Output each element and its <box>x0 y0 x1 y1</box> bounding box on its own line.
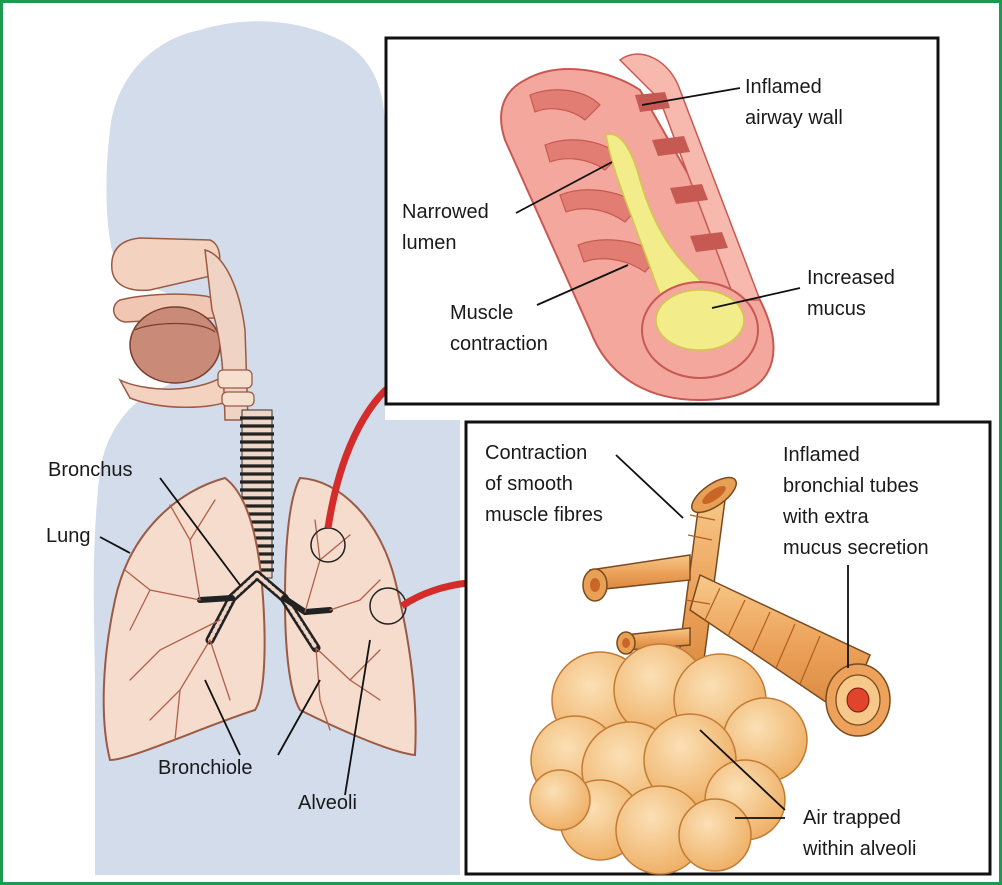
bronchial-tubes <box>582 476 891 737</box>
main-leader-lines <box>99 477 371 796</box>
label-contraction-smooth-muscle: Contraction of smooth muscle fibres <box>485 442 603 526</box>
label-inflamed-airway-wall: Inflamed airway wall <box>745 76 843 129</box>
bronchial-tree <box>124 499 381 741</box>
alveoli-cluster <box>529 643 808 875</box>
label-alveoli: Alveoli <box>298 792 357 814</box>
bronchial-leader-lines <box>615 454 849 819</box>
label-bronchus: Bronchus <box>48 459 133 481</box>
label-muscle-contraction: Muscle contraction <box>450 302 548 355</box>
label-air-trapped: Air trapped within alveoli <box>803 807 917 860</box>
label-bronchiole: Bronchiole <box>158 757 253 779</box>
label-lung: Lung <box>46 525 91 547</box>
head-airway <box>111 237 255 421</box>
label-narrowed-lumen: Narrowed lumen <box>402 201 489 254</box>
airway-leader-lines <box>515 87 801 309</box>
inflamed-airway <box>500 53 775 402</box>
label-increased-mucus: Increased mucus <box>807 267 895 320</box>
label-inflamed-bronchial-tubes: Inflamed bronchial tubes with extra mucu… <box>783 444 929 559</box>
